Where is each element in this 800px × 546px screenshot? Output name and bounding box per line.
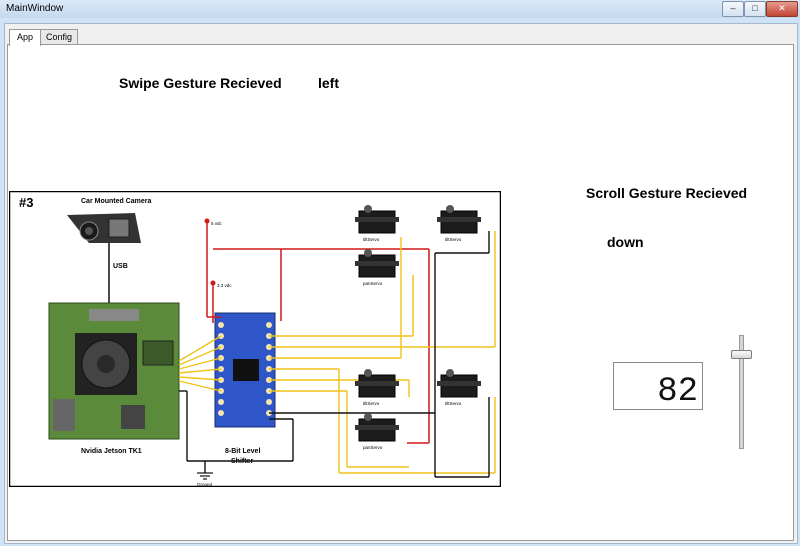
camera-label: Car Mounted Camera — [81, 198, 152, 205]
3v3-label: 3.3 vdc — [217, 283, 232, 288]
servo-icon — [355, 205, 399, 234]
usb-label: USB — [113, 263, 128, 270]
servo-icon — [355, 249, 399, 278]
diagram-number: #3 — [19, 195, 33, 210]
close-button[interactable]: ✕ — [766, 1, 798, 17]
servo-label: tiltServo — [363, 401, 380, 406]
servo-label: panServo — [363, 281, 383, 286]
lcd-value: 82 — [657, 373, 698, 409]
servo-label: panServo — [363, 445, 383, 450]
servo-icon — [437, 369, 481, 398]
power-wires — [206, 221, 430, 444]
servo-icon — [355, 369, 399, 398]
tab-app[interactable]: App — [9, 29, 41, 46]
ground-label: Ground — [197, 482, 213, 487]
title-bar: MainWindow – □ ✕ — [0, 0, 800, 18]
3v3-terminal-icon — [210, 280, 216, 286]
vertical-slider-track[interactable] — [739, 335, 744, 449]
servo-label: tiltServo — [445, 401, 462, 406]
scroll-gesture-value: down — [607, 234, 644, 250]
lcd-number-display: 82 — [613, 362, 703, 411]
board-label: Nvidia Jetson TK1 — [81, 448, 142, 455]
5v-terminal-icon — [204, 218, 210, 224]
vertical-slider-handle[interactable] — [731, 350, 752, 359]
servo-icon — [437, 205, 481, 234]
minimize-button[interactable]: – — [722, 1, 744, 17]
window-client-area: App Config Swipe Gesture Recieved left S… — [4, 23, 798, 544]
level-shifter-icon — [214, 312, 276, 428]
servo-label: tiltServo — [363, 237, 380, 242]
5v-label: 5 vdc — [211, 221, 223, 226]
tab-config[interactable]: Config — [40, 29, 78, 45]
camera-icon — [67, 213, 141, 243]
wiring-diagram: #3 Car Mounted Camera USB — [8, 190, 502, 488]
swipe-gesture-value: left — [318, 75, 339, 91]
app-tab-panel: Swipe Gesture Recieved left Scroll Gestu… — [7, 44, 794, 541]
wiring-diagram-svg: #3 Car Mounted Camera USB — [8, 190, 502, 488]
ground-wires — [179, 231, 490, 478]
servo-label: tiltServo — [445, 237, 462, 242]
jetson-board-icon — [48, 302, 180, 440]
swipe-gesture-label: Swipe Gesture Recieved — [119, 75, 282, 91]
signal-wires — [178, 231, 496, 474]
maximize-button[interactable]: □ — [744, 1, 766, 17]
servo-icon — [355, 413, 399, 442]
shifter-label-1: 8-Bit Level — [225, 448, 260, 455]
scroll-gesture-label: Scroll Gesture Recieved — [586, 185, 748, 201]
ground-icon — [197, 472, 213, 480]
window-title: MainWindow — [6, 3, 64, 14]
